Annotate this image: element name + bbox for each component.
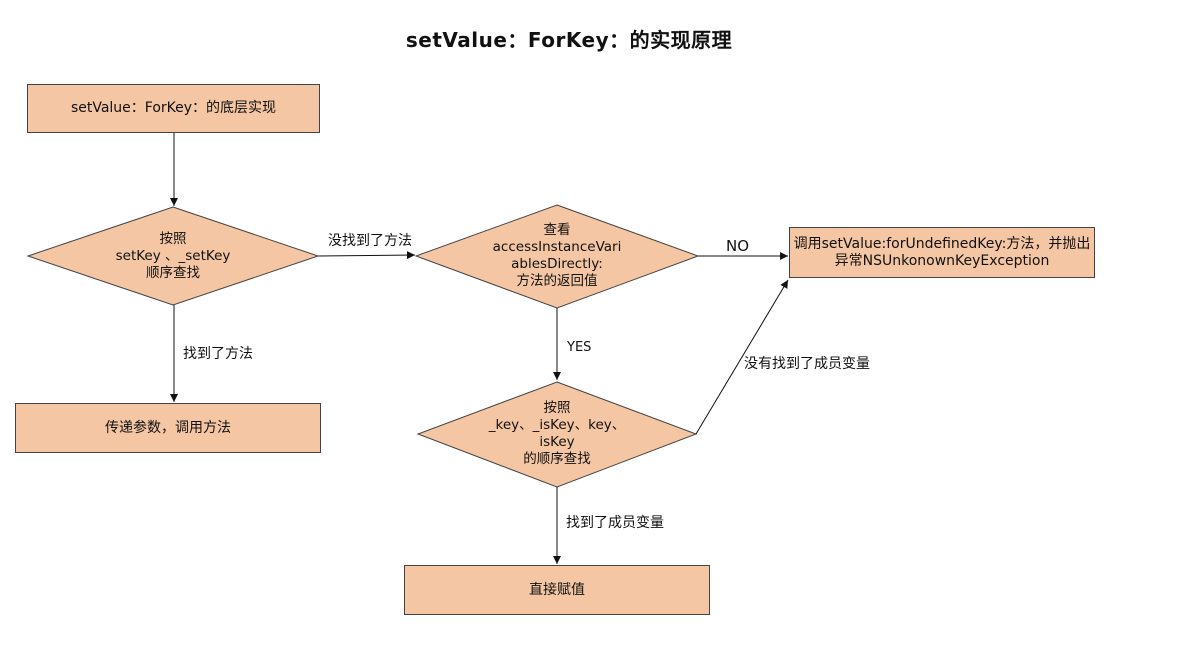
node-assign-label: 直接赋值 (529, 581, 585, 598)
decision-setters-text: 按照 setKey 、_setKey 顺序查找 (73, 215, 273, 297)
decision-setters-line-2: setKey 、_setKey (115, 247, 231, 264)
decision-access-line-4: 方法的返回值 (516, 273, 598, 289)
edge-label-no: NO (726, 237, 750, 255)
edge-label-setter-found: 找到了方法 (183, 346, 253, 362)
diagram-title: setValue：ForKey：的实现原理 (405, 28, 733, 52)
node-undefined-key: 调用setValue:forUndefinedKey:方法，并抛出 异常NSUn… (789, 227, 1095, 278)
decision-access-line-1: 查看 (543, 222, 571, 238)
decision-ivars-line-4: 的顺序查找 (523, 451, 591, 467)
decision-diamond-setters (26, 206, 320, 306)
edge-label-yes: YES (567, 340, 592, 355)
node-undefined-key-line-1: 调用setValue:forUndefinedKey:方法，并抛出 (793, 235, 1091, 252)
edge-label-ivar-not-found: 没有找到了成员变量 (744, 356, 870, 372)
node-undefined-key-line-2: 异常NSUnkonownKeyException (834, 252, 1050, 269)
node-pass-params: 传递参数，调用方法 (15, 403, 321, 453)
decision-ivars-text: 按照 _key、_isKey、key、 isKey 的顺序查找 (467, 384, 647, 484)
node-assign: 直接赋值 (404, 565, 710, 615)
edge-label-ivar-found: 找到了成员变量 (566, 515, 664, 531)
decision-access-line-3: ablesDirectly: (511, 256, 603, 272)
arrow-setters-to-access (317, 251, 416, 260)
decision-ivars-line-2: _key、_isKey、key、 (488, 417, 626, 433)
decision-ivars-line-1: 按照 (543, 400, 571, 416)
arrow-ivars-to-undefined (695, 279, 789, 435)
decision-access-text: 查看 accessInstanceVari ablesDirectly: 方法的… (467, 206, 647, 306)
decision-access-line-2: accessInstanceVari (492, 239, 622, 255)
node-start-label: setValue：ForKey：的底层实现 (70, 100, 277, 116)
node-start: setValue：ForKey：的底层实现 (27, 84, 320, 133)
decision-setters-line-1: 按照 (159, 230, 187, 247)
node-pass-params-label: 传递参数，调用方法 (105, 419, 231, 436)
decision-setters-line-3: 顺序查找 (146, 264, 200, 281)
decision-ivars-line-3: isKey (539, 434, 575, 450)
edge-label-setter-not-found: 没找到了方法 (328, 233, 412, 249)
